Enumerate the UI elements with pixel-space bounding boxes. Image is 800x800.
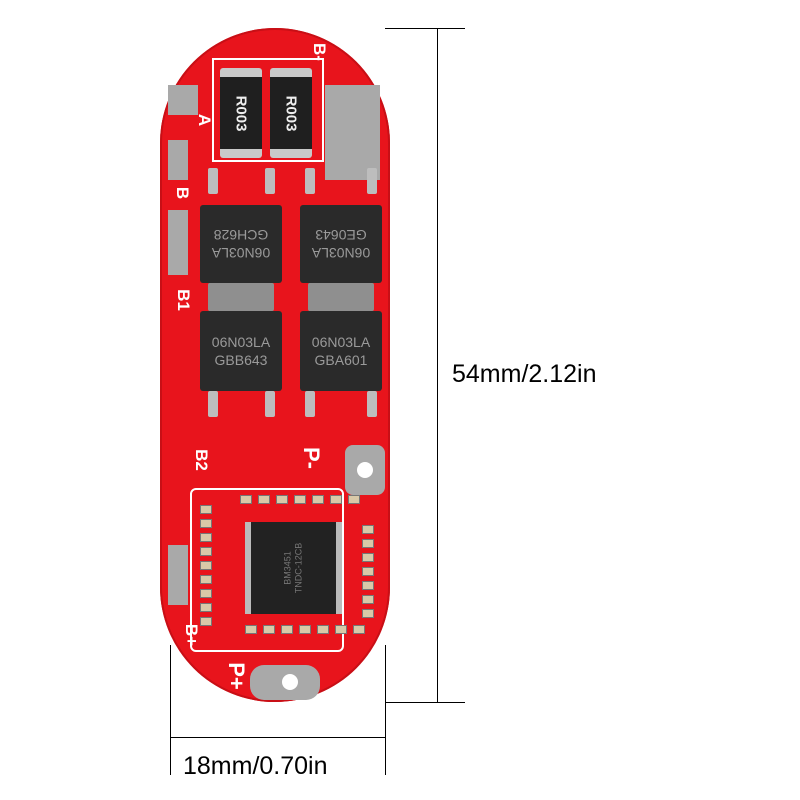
mosfet-leg	[367, 391, 377, 417]
mosfet-leg	[265, 168, 275, 194]
mosfet-leg	[208, 391, 218, 417]
label-b: B	[173, 186, 193, 200]
smd-column	[362, 525, 376, 618]
label-b2: B2	[191, 449, 211, 471]
solder-pad-b1	[168, 210, 188, 275]
mount-hole	[282, 674, 298, 690]
label-p-plus: P+	[223, 662, 249, 690]
smd-column	[200, 505, 214, 626]
height-dimension-label: 54mm/2.12in	[452, 360, 597, 388]
label-p-minus: P-	[299, 447, 324, 469]
label-b-minus: B-	[309, 43, 329, 61]
height-dimension-line	[437, 28, 438, 703]
mosfet-tab	[308, 283, 374, 311]
width-dimension-label: 18mm/0.70in	[183, 752, 328, 780]
mosfet-leg	[305, 168, 315, 194]
solder-pad-b-plus	[168, 545, 188, 605]
solder-pad-b	[168, 140, 188, 180]
mosfet-leg	[265, 391, 275, 417]
smd-row	[240, 495, 360, 504]
solder-pad-b-minus	[325, 85, 380, 180]
dimension-tick-left	[170, 645, 171, 775]
shunt-resistor: R003	[220, 68, 262, 158]
solder-pad-a	[168, 85, 198, 115]
mosfet-tab	[208, 283, 274, 311]
label-b-plus: B+	[182, 623, 202, 647]
shunt-resistor: R003	[270, 68, 312, 158]
dimension-tick-top	[385, 28, 465, 29]
mosfet-leg	[305, 391, 315, 417]
dimension-tick-bottom	[385, 702, 465, 703]
mosfet-leg	[208, 168, 218, 194]
width-dimension-line	[170, 737, 386, 738]
silkscreen-outline	[190, 488, 344, 652]
mosfet-leg	[367, 168, 377, 194]
dimension-tick-right	[385, 645, 386, 775]
label-b1: B1	[173, 289, 193, 311]
mount-hole	[357, 462, 373, 478]
smd-row	[245, 625, 365, 634]
silkscreen-outline	[212, 58, 324, 162]
label-a: A	[195, 113, 215, 127]
